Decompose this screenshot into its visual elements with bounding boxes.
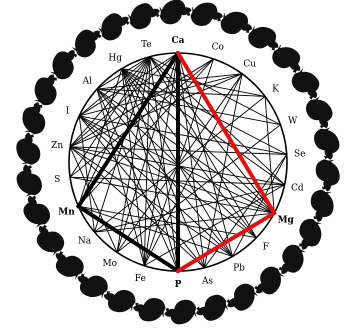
element-label-ca: Ca (172, 36, 185, 46)
element-label-zn: Zn (51, 141, 63, 151)
element-label-w: W (288, 116, 298, 126)
element-label-mn: Mn (58, 208, 75, 218)
element-label-s: S (54, 175, 60, 185)
element-label-i: I (66, 106, 70, 116)
element-label-f: F (263, 243, 269, 253)
element-label-mo: Mo (102, 259, 117, 269)
element-label-na: Na (78, 236, 92, 246)
element-label-cd: Cd (291, 183, 304, 193)
horse-silhouette (131, 295, 167, 325)
element-label-al: Al (82, 76, 92, 86)
element-label-mg: Mg (278, 215, 295, 225)
element-label-te: Te (141, 40, 152, 50)
element-label-co: Co (212, 43, 224, 53)
element-label-se: Se (294, 149, 306, 159)
horse-silhouette (189, 0, 225, 29)
element-label-pb: Pb (233, 264, 245, 274)
element-label-as: As (201, 276, 213, 286)
element-label-cu: Cu (243, 59, 256, 69)
element-label-k: K (272, 85, 279, 95)
element-label-hg: Hg (108, 53, 122, 63)
element-label-p: P (175, 280, 182, 290)
element-label-fe: Fe (135, 274, 146, 284)
